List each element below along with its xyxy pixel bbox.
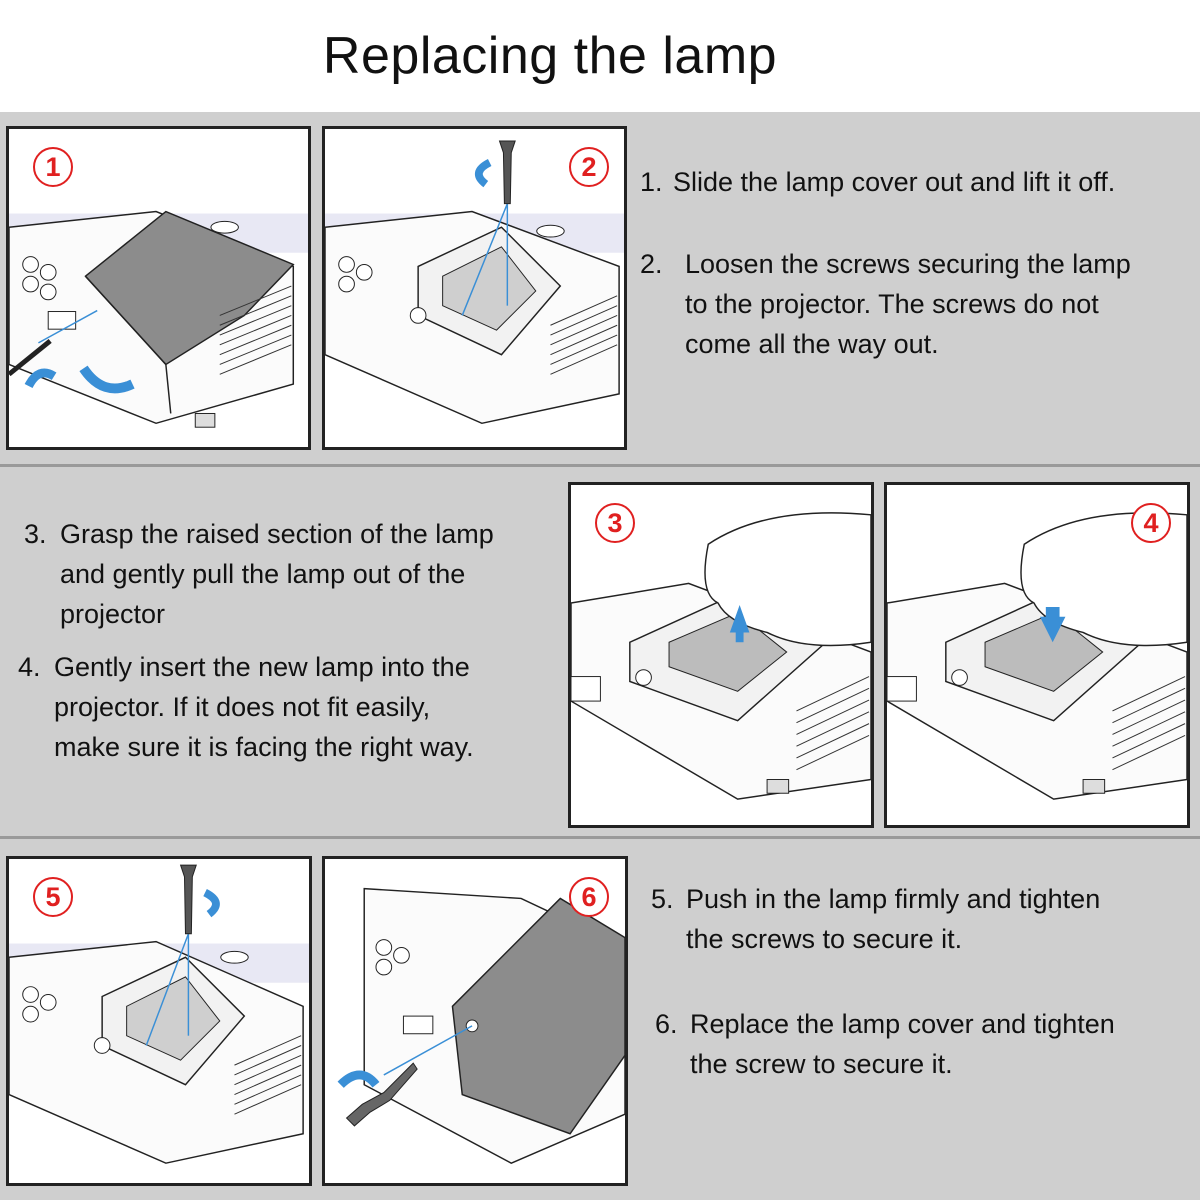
- step-number: 1.: [640, 167, 663, 197]
- step-number: 3.: [24, 519, 47, 549]
- step-6-illustration: 6: [322, 856, 628, 1186]
- step-line: Replace the lamp cover and tighten: [690, 1009, 1115, 1039]
- step-number: 6.: [655, 1009, 678, 1039]
- step-line: Gently insert the new lamp into the: [54, 652, 470, 682]
- step-5-illustration: 5: [6, 856, 312, 1186]
- tighten-screws-drawing: [9, 864, 309, 1164]
- step-1-badge: 1: [33, 147, 73, 187]
- step-line: Grasp the raised section of the lamp: [60, 519, 494, 549]
- step-2-badge: 2: [569, 147, 609, 187]
- page-title: Replacing the lamp: [322, 27, 778, 85]
- step-line: projector: [60, 599, 166, 629]
- pull-lamp-out-drawing: [571, 512, 871, 800]
- step-line: come all the way out.: [685, 329, 939, 359]
- step-line: projector. If it does not fit easily,: [54, 692, 431, 722]
- step-line: the screws to secure it.: [686, 924, 963, 954]
- step-line: the screw to secure it.: [690, 1049, 953, 1079]
- step-line: make sure it is facing the right way.: [54, 732, 474, 762]
- step-number: 4.: [18, 652, 41, 682]
- step-4-badge: 4: [1131, 503, 1171, 543]
- replace-cover-drawing: [337, 887, 625, 1164]
- step-line: Push in the lamp firmly and tighten: [686, 884, 1101, 914]
- row-divider: [0, 464, 1200, 467]
- projector-cover-removal-drawing: [9, 210, 308, 428]
- step-number: 5.: [651, 884, 674, 914]
- step-number: 2.: [640, 249, 663, 279]
- step-3-badge: 3: [595, 503, 635, 543]
- step-line: Slide the lamp cover out and lift it off…: [673, 167, 1116, 197]
- title-bar: Replacing the lamp: [0, 0, 1200, 112]
- step-line: to the projector. The screws do not: [685, 289, 1099, 319]
- insert-new-lamp-drawing: [887, 512, 1187, 800]
- step-1-illustration: 1: [6, 126, 311, 450]
- step-4-illustration: 4: [884, 482, 1190, 828]
- step-line: and gently pull the lamp out of the: [60, 559, 466, 589]
- loosen-screws-drawing: [325, 140, 624, 425]
- step-line: Loosen the screws securing the lamp: [685, 249, 1131, 279]
- step-5-badge: 5: [33, 877, 73, 917]
- row-divider: [0, 836, 1200, 839]
- step-2-illustration: 2: [322, 126, 627, 450]
- step-6-badge: 6: [569, 877, 609, 917]
- step-3-illustration: 3: [568, 482, 874, 828]
